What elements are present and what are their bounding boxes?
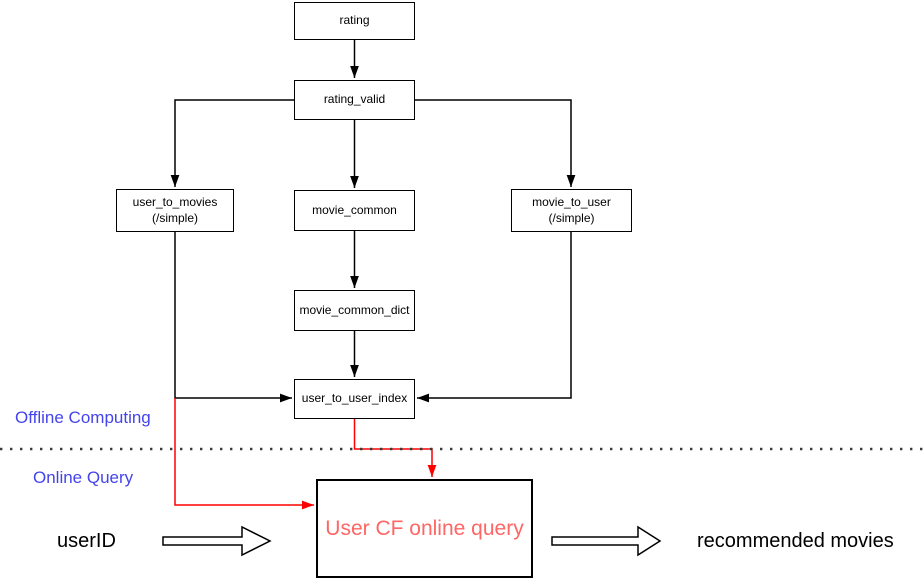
- node-movie-common-dict: movie_common_dict: [294, 290, 415, 331]
- node-movie-to-user: movie_to_user (/simple): [511, 189, 632, 232]
- edge-user-to-movies-to-query-red: [174, 398, 314, 510]
- node-rating-valid-label: rating_valid: [323, 92, 386, 107]
- node-user-to-user-index-label: user_to_user_index: [301, 391, 408, 406]
- edge-rating-valid-to-user-to-movies: [170, 99, 294, 187]
- edge-movie-to-user-to-user-to-user-index: [417, 232, 572, 403]
- input-arrow: [162, 525, 272, 557]
- node-movie-common-dict-label: movie_common_dict: [299, 302, 410, 317]
- edge-user-to-movies-to-user-to-user-index: [174, 232, 292, 403]
- node-user-to-movies-label: user_to_movies: [132, 194, 218, 209]
- node-user-to-movies: user_to_movies (/simple): [116, 189, 234, 232]
- recommended-movies-label: recommended movies: [697, 530, 894, 552]
- node-movie-to-user-sublabel: (/simple): [548, 210, 595, 225]
- node-rating: rating: [294, 2, 415, 40]
- node-user-to-movies-sublabel: (/simple): [151, 210, 198, 225]
- edge-rating-valid-to-movie-to-user: [415, 99, 576, 187]
- node-user-cf-online-query-label: User CF online query: [325, 516, 524, 540]
- node-user-to-user-index: user_to_user_index: [294, 379, 415, 419]
- output-arrow: [551, 525, 662, 557]
- node-movie-to-user-label: movie_to_user: [532, 194, 611, 209]
- node-rating-valid: rating_valid: [294, 80, 415, 120]
- node-movie-common-label: movie_common: [312, 202, 397, 217]
- online-query-label: Online Query: [33, 468, 134, 487]
- node-movie-common: movie_common: [294, 190, 415, 231]
- userid-label: userID: [57, 530, 116, 552]
- edge-user-to-user-index-to-query-red: [353, 419, 437, 477]
- node-user-cf-online-query: User CF online query: [316, 479, 533, 578]
- node-rating-label: rating: [339, 13, 370, 28]
- offline-computing-label: Offline Computing: [15, 408, 151, 427]
